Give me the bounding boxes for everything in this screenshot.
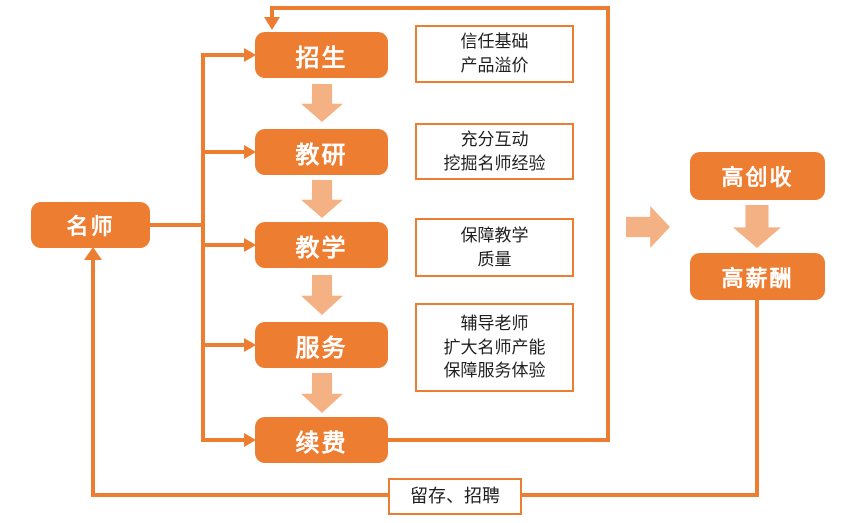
connector-branch-service	[203, 343, 244, 347]
connector-branch-research	[203, 150, 244, 154]
note-line: 辅导老师	[460, 313, 529, 333]
arrowhead-up-icon	[84, 247, 102, 260]
note-box-service: 辅导老师 扩大名师产能 保障服务体验	[415, 303, 574, 392]
note-box-research: 充分互动 挖掘名师经验	[415, 123, 574, 180]
note-line: 扩大名师产能	[443, 337, 546, 357]
note-line: 质量	[477, 249, 512, 269]
connector-loop-top	[270, 6, 610, 10]
note-line: 保障服务体验	[443, 361, 546, 381]
stage-node-teaching: 教学	[255, 222, 388, 268]
connector-trunk-line	[201, 53, 205, 442]
note-line: 信任基础	[460, 32, 529, 52]
connector-loop-top-stub	[270, 6, 274, 18]
flow-arrow-down-icon	[301, 84, 343, 122]
connector-branch-enrollment	[203, 53, 244, 57]
arrowhead-right-icon	[244, 433, 256, 447]
famous-teacher-node: 名师	[31, 202, 150, 248]
arrowhead-right-icon	[244, 48, 256, 62]
note-line: 产品溢价	[460, 56, 529, 75]
flow-arrow-down-icon	[301, 180, 343, 218]
flow-arrow-down-icon	[733, 205, 781, 248]
note-line: 保障教学	[460, 225, 529, 245]
connector-source-to-trunk	[150, 223, 205, 227]
connector-feedback-up	[91, 259, 95, 497]
connector-renewal-out	[388, 438, 610, 442]
stage-node-renewal: 续费	[255, 417, 388, 463]
arrowhead-right-icon	[244, 145, 256, 159]
arrowhead-down-icon	[264, 17, 280, 30]
note-line: 挖掘名师经验	[443, 153, 546, 173]
connector-salary-down	[755, 298, 759, 495]
connector-loop-right-vertical	[606, 6, 610, 442]
note-box-teaching: 保障教学 质量	[415, 218, 574, 277]
flow-arrow-down-icon	[301, 275, 343, 315]
flow-arrow-right-icon	[626, 206, 670, 248]
note-box-enrollment: 信任基础 产品溢价	[415, 25, 574, 83]
stage-node-research: 教研	[255, 129, 388, 175]
flow-arrow-down-icon	[301, 373, 343, 413]
connector-branch-teaching	[203, 243, 244, 247]
note-line: 充分互动	[460, 129, 529, 149]
connector-branch-renewal	[203, 438, 244, 442]
stage-node-service: 服务	[255, 322, 388, 368]
stage-node-enrollment: 招生	[255, 32, 388, 78]
arrowhead-right-icon	[244, 338, 256, 352]
outcome-node-high-salary: 高薪酬	[690, 253, 825, 300]
outcome-node-high-revenue: 高创收	[690, 152, 825, 200]
feedback-node-retention-recruitment: 留存、招聘	[388, 478, 522, 515]
arrowhead-right-icon	[244, 238, 256, 252]
